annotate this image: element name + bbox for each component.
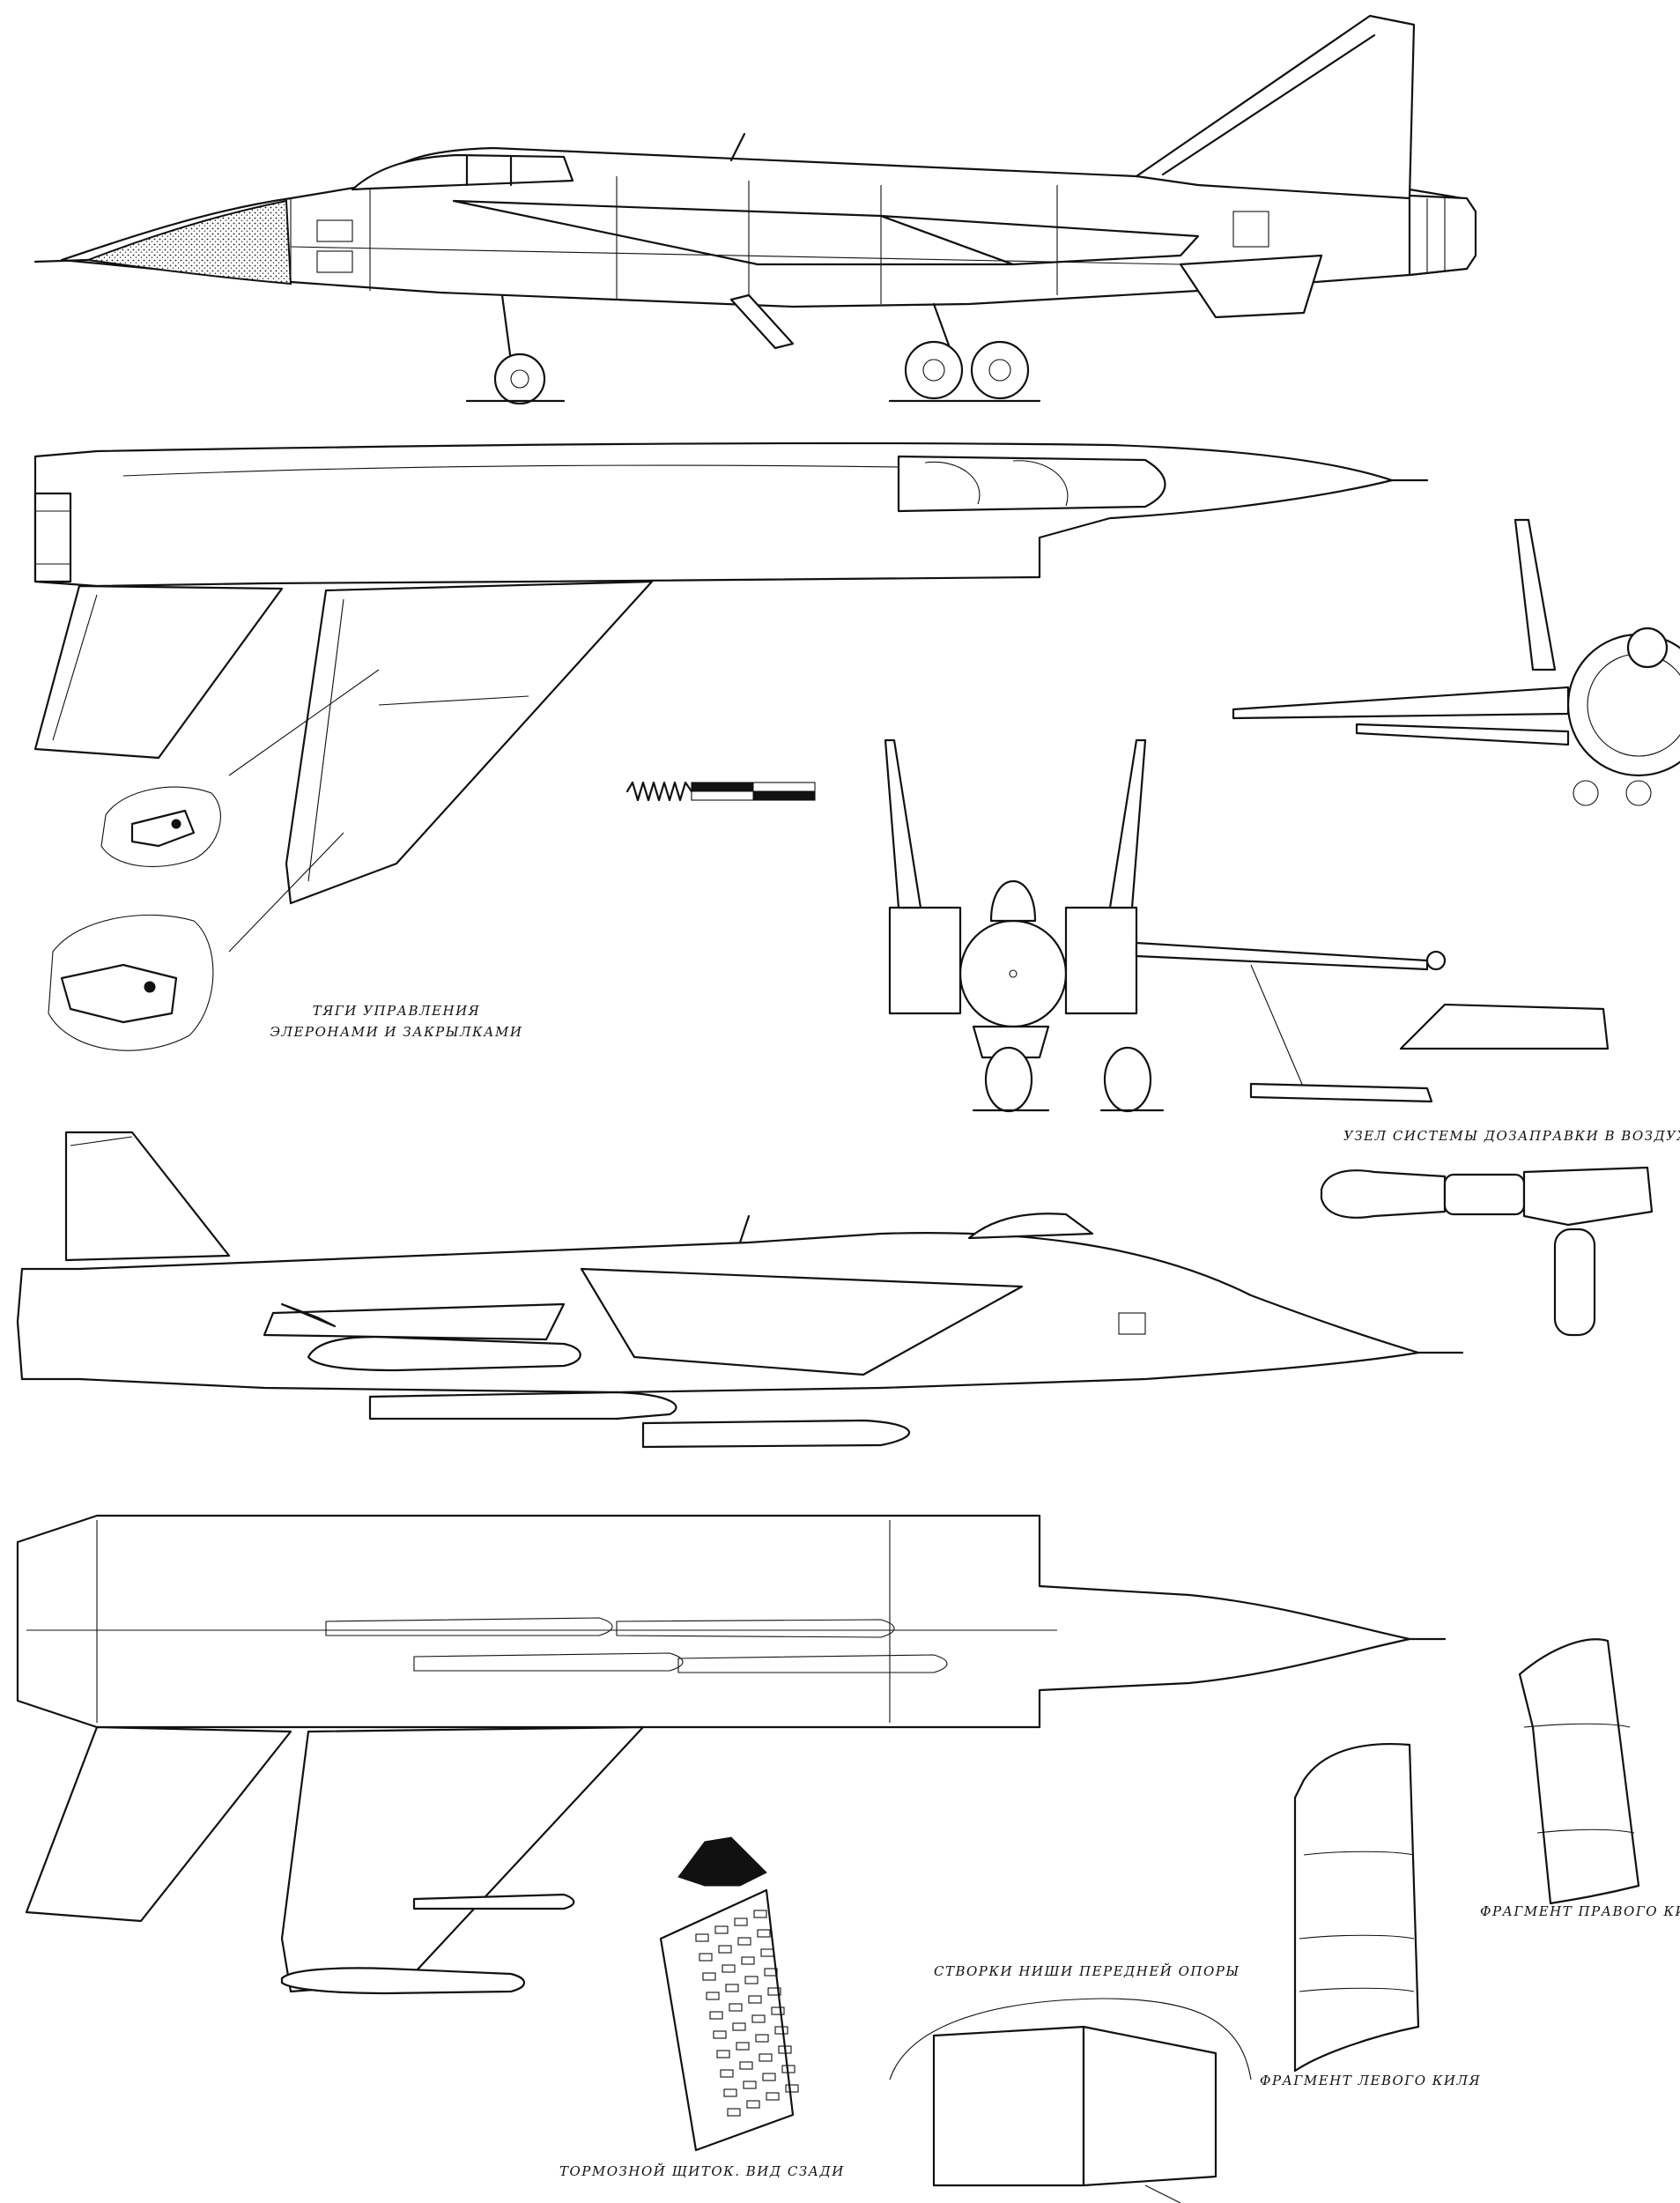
airbrake-slot [718,1945,732,1954]
caption-aileron-rods-line2: ЭЛЕРОНАМИ И ЗАКРЫЛКАМИ [270,1024,523,1040]
airbrake-slot [737,1937,751,1946]
airbrake-slot [736,2042,750,2051]
airbrake-slot [762,2073,776,2081]
airbrake-slot [774,2026,788,2035]
airbrake-slot [729,2003,743,2012]
airbrake-slot [727,2108,741,2117]
airbrake-slot [746,2100,760,2109]
caption-nose-gear-doors: СТВОРКИ НИШИ ПЕРЕДНЕЙ ОПОРЫ [934,1963,1240,1979]
airbrake-slot [751,2014,766,2023]
airbrake-slot [723,2088,737,2097]
airbrake-slot [785,2084,799,2093]
airbrake-slot [720,2069,734,2078]
airbrake-slot [739,2061,753,2070]
airbrake-slot [709,2011,723,2020]
caption-airbrake: ТОРМОЗНОЙ ЩИТОК. ВИД СЗАДИ [559,2163,845,2179]
refuel-probe-detail [1320,1166,1654,1337]
airbrake-slot [757,1929,771,1938]
caption-aileron-rods: ТЯГИ УПРАВЛЕНИЯ ЭЛЕРОНАМИ И ЗАКРЫЛКАМИ [264,1003,529,1040]
airbrake-slot [781,2065,796,2073]
airbrake-slot [755,2034,769,2043]
airbrake-slot [778,2045,792,2054]
right-fin-fragment [1518,1638,1640,1905]
left-fin-fragment [1293,1743,1420,2073]
aileron-rod-detail [48,786,221,1051]
airbrake-detail [659,1836,799,2152]
airbrake-slot [767,1987,781,1996]
caption-refuel-probe: УЗЕЛ СИСТЕМЫ ДОЗАПРАВКИ В ВОЗДУХ. [1343,1128,1680,1144]
airbrake-slot [725,1984,739,1992]
caption-left-fin: ФРАГМЕНТ ЛЕВОГО КИЛЯ [1260,2073,1482,2088]
scale-bar [625,781,816,802]
airbrake-slot [741,1956,755,1965]
airbrake-slot [760,1948,774,1957]
front-view [884,738,1610,1113]
airbrake-slot [764,1968,778,1977]
airbrake-slot [713,2030,727,2039]
airbrake-slot [753,1910,767,1918]
bottom-view [16,1514,1447,1995]
airbrake-slot [722,1964,736,1973]
airbrake-slot [771,2006,785,2015]
side-view-top [33,14,1477,405]
airbrake-slot [714,1925,729,1934]
airbrake-slot [702,1972,716,1981]
nose-gear-doors-detail [889,1998,1252,2203]
side-view-lower [16,1131,1464,1449]
airbrake-slot [744,1976,759,1984]
airbrake-slot [716,2050,730,2058]
airbrake-slot [699,1953,713,1962]
airbrake-slot [695,1933,709,1942]
airbrake-slot [732,2022,746,2031]
top-view-upper [33,441,1429,953]
airbrake-slot [748,1995,762,2004]
caption-aileron-rods-line1: ТЯГИ УПРАВЛЕНИЯ [312,1003,481,1019]
rear-view [1232,518,1680,806]
airbrake-slot [743,2081,757,2089]
airbrake-slot [706,1992,720,2000]
airbrake-slot [766,2092,780,2101]
airbrake-slot [759,2053,773,2062]
caption-right-fin: ФРАГМЕНТ ПРАВОГО КИЛЯ [1480,1903,1680,1919]
airbrake-slot [734,1917,748,1926]
